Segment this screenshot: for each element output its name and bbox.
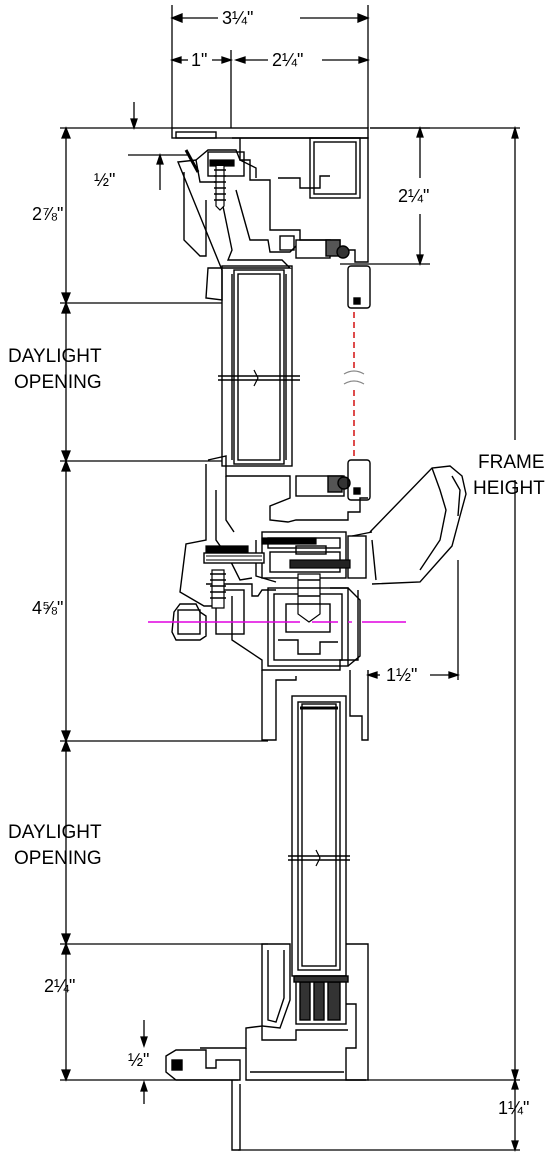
break-symbol bbox=[343, 370, 365, 385]
dim-top-offset: ½" bbox=[94, 170, 115, 190]
dim-meeting-rail: 4⅝" bbox=[32, 598, 63, 618]
dim-overall-width: 3¼" bbox=[222, 8, 253, 28]
frame-height-line1: FRAME bbox=[478, 452, 545, 473]
daylight-opening-top-line2: OPENING bbox=[14, 372, 102, 393]
dim-bottom-sill: 2¼" bbox=[44, 976, 75, 996]
dim-bottom-offset: ½" bbox=[128, 1050, 149, 1070]
dim-right-width: 2¼" bbox=[272, 50, 303, 70]
dim-left-width: 1" bbox=[191, 50, 207, 70]
dim-top-right: 2¼" bbox=[398, 186, 429, 206]
frame-height-line2: HEIGHT bbox=[473, 478, 545, 499]
dim-handle-projection: 1½" bbox=[386, 665, 417, 685]
dim-top-head: 2⅞" bbox=[32, 204, 63, 224]
callout-labels: DAYLIGHT OPENING DAYLIGHT OPENING FRAME … bbox=[8, 346, 545, 869]
dim-bottom-extension: 1¼" bbox=[498, 1098, 529, 1118]
dimension-lines bbox=[60, 5, 520, 1153]
dimension-text: 3¼" 1" 2¼" ½" 2⅞" 2¼" 4⅝" 1½" 2¼" ½" 1¼" bbox=[32, 8, 529, 1118]
frame-profiles bbox=[165, 127, 467, 1151]
fastener-details bbox=[184, 149, 351, 623]
daylight-opening-bottom-line2: OPENING bbox=[14, 848, 102, 869]
daylight-opening-bottom-line1: DAYLIGHT bbox=[8, 822, 102, 843]
daylight-opening-top-line1: DAYLIGHT bbox=[8, 346, 102, 367]
